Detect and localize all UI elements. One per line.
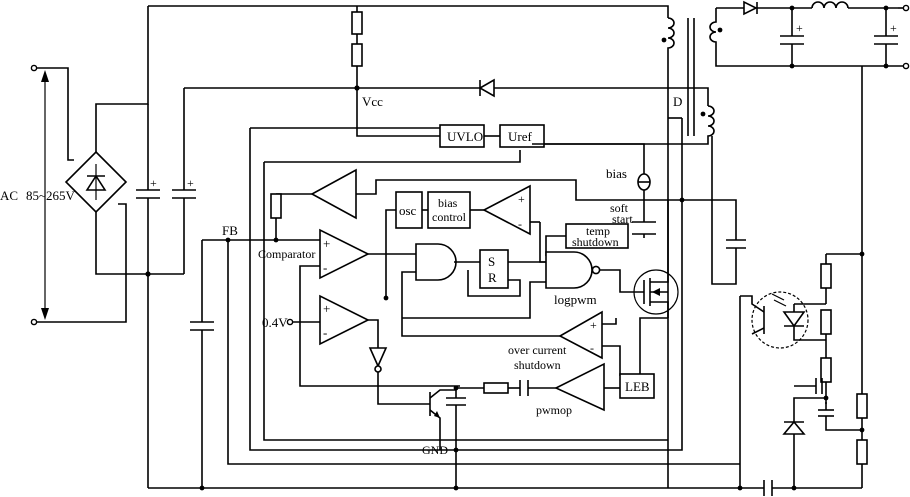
uvlo-uref: UVLO Uref xyxy=(439,124,545,148)
svg-text:+: + xyxy=(187,176,194,190)
ac-range-label: 85~265V xyxy=(26,188,76,203)
and-sr: S R xyxy=(401,243,560,337)
svg-text:-: - xyxy=(590,341,594,355)
top-rails: Vcc xyxy=(148,5,709,137)
temp-shutdown: temp shutdown xyxy=(545,223,629,256)
svg-text:+: + xyxy=(323,236,330,251)
ocs-label-2: shutdown xyxy=(514,358,561,372)
svg-text:-: - xyxy=(518,217,522,231)
soft-label: soft xyxy=(610,201,629,215)
ac-label: AC xyxy=(0,188,18,203)
chip-frame xyxy=(227,117,740,465)
bias-soft-start: bias soft start xyxy=(532,143,656,238)
over-current-shutdown: + - over current shutdown xyxy=(508,310,621,376)
leb-pwmop: LEB pwmop GND xyxy=(422,362,655,488)
ac-input: AC 85~265V xyxy=(0,64,127,326)
ocp-comparator: 0.4V + - xyxy=(262,294,430,405)
svg-text:+: + xyxy=(518,192,525,206)
logpwm-label: logpwm xyxy=(554,292,597,307)
input-capacitors: + + xyxy=(136,88,196,488)
gnd-label: GND xyxy=(422,443,448,457)
feedback-network xyxy=(782,251,868,488)
start-label: start xyxy=(612,212,633,226)
svg-text:S: S xyxy=(488,254,495,269)
ocs-label-1: over current xyxy=(508,343,567,357)
fb-label: FB xyxy=(222,223,238,238)
svg-text:shutdown: shutdown xyxy=(572,235,619,249)
svg-text:bias: bias xyxy=(438,196,458,210)
uref-label: Uref xyxy=(508,129,532,144)
bottom-rails xyxy=(148,480,862,496)
comparator-label: Comparator xyxy=(258,247,315,261)
svg-text:+: + xyxy=(323,301,330,316)
output-section: + + xyxy=(716,0,910,488)
v04-label: 0.4V xyxy=(262,315,288,330)
svg-text:+: + xyxy=(890,21,897,35)
optocoupler xyxy=(739,291,826,488)
osc-label: osc xyxy=(399,203,417,218)
svg-text:control: control xyxy=(432,210,467,224)
svg-text:temp: temp xyxy=(586,224,610,238)
uvlo-label: UVLO xyxy=(447,129,483,144)
error-amp-top xyxy=(270,136,746,285)
drain-label: D xyxy=(673,94,682,109)
pwmop-label: pwmop xyxy=(536,403,572,417)
sr-latch xyxy=(479,249,509,289)
bridge-rectifier xyxy=(64,6,184,275)
bias-label: bias xyxy=(606,166,627,181)
svg-text:R: R xyxy=(488,270,497,285)
svg-text:-: - xyxy=(323,260,327,275)
leb-label: LEB xyxy=(625,379,650,394)
svg-text:+: + xyxy=(150,176,157,190)
vcc-label: Vcc xyxy=(362,94,383,109)
logpwm-gate: logpwm xyxy=(402,222,644,319)
comparator: FB + - Comparator xyxy=(190,223,460,488)
svg-text:-: - xyxy=(323,325,327,340)
leb-block xyxy=(619,373,655,399)
osc-bias-control: osc bias control + - xyxy=(383,184,540,301)
svg-text:+: + xyxy=(796,21,803,35)
svg-text:+: + xyxy=(590,318,597,332)
uref-block xyxy=(499,124,545,148)
